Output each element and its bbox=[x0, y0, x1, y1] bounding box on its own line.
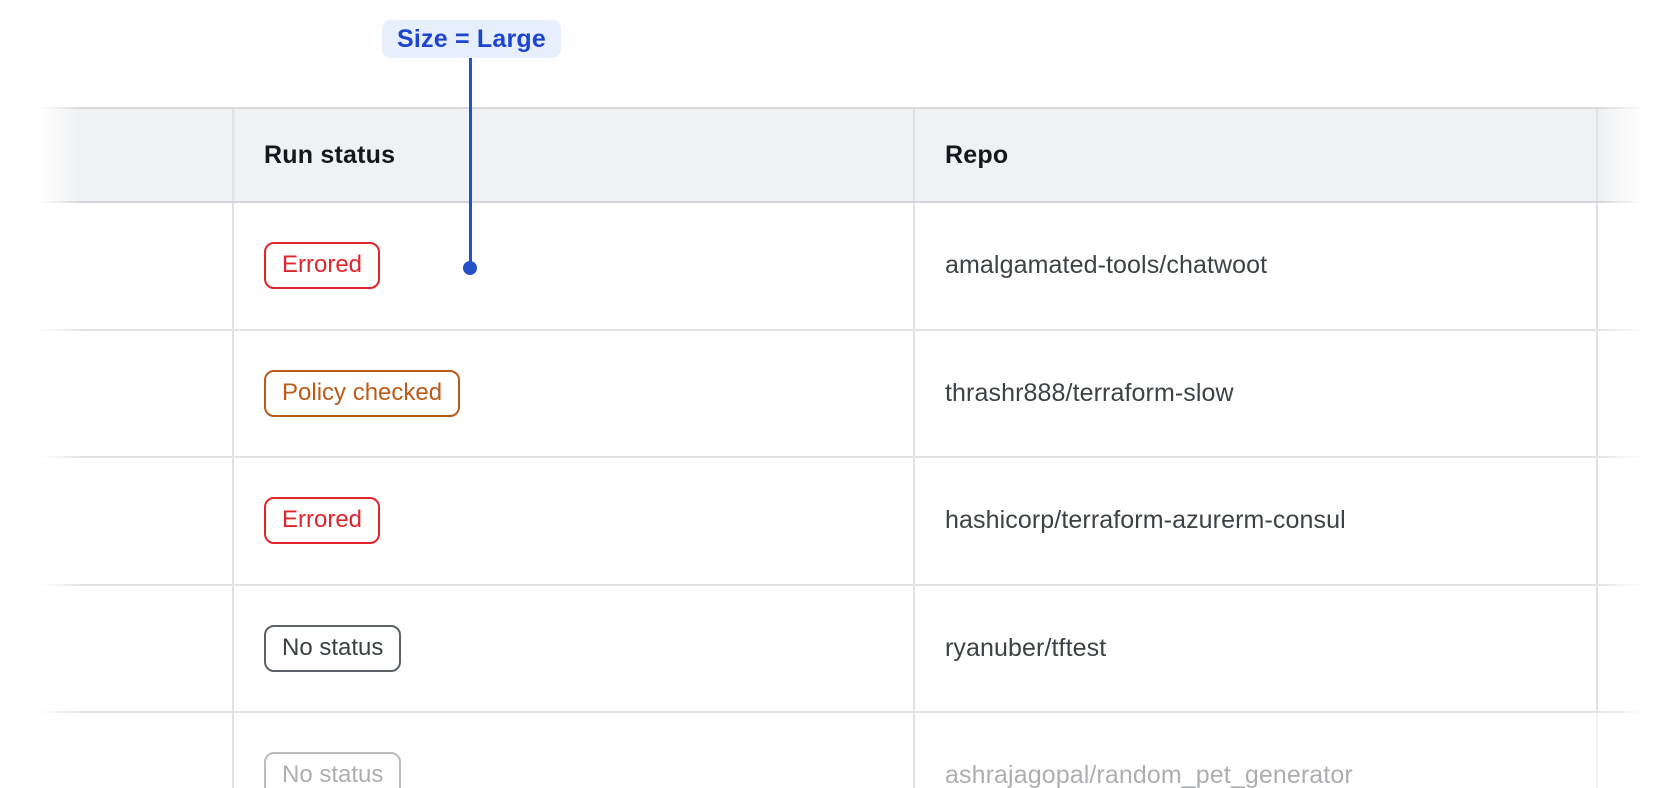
header-cell-run-status: Run status bbox=[234, 109, 915, 201]
row-cell-empty bbox=[0, 330, 234, 456]
table-row[interactable]: Errored hashicorp/terraform-azurerm-cons… bbox=[0, 458, 1672, 586]
row-cell-run-status: No status bbox=[234, 585, 915, 711]
row-cell-repo: hashicorp/terraform-azurerm-consul bbox=[915, 458, 1598, 584]
row-cell-repo: thrashr888/terraform-slow bbox=[915, 330, 1598, 456]
row-cell-empty bbox=[0, 713, 234, 788]
size-filter-callout-label: Size = Large bbox=[397, 25, 546, 53]
row-cell-overflow bbox=[1598, 331, 1672, 457]
row-cell-overflow bbox=[1598, 713, 1672, 788]
callout-pointer-line bbox=[469, 58, 472, 263]
table-row[interactable]: Policy checked thrashr888/terraform-slow bbox=[0, 330, 1672, 458]
run-status-badge: No status bbox=[264, 624, 402, 672]
runs-table: Run status Repo Errored amalgamated-tool… bbox=[0, 107, 1672, 788]
run-status-badge: Policy checked bbox=[264, 369, 461, 417]
row-cell-repo: ryanuber/tftest bbox=[915, 585, 1598, 711]
table-row[interactable]: No status ashrajagopal/random_pet_genera… bbox=[0, 713, 1672, 788]
row-cell-run-status: No status bbox=[234, 713, 915, 788]
table-header-row: Run status Repo bbox=[0, 107, 1672, 203]
row-cell-run-status: Policy checked bbox=[234, 330, 915, 456]
row-cell-repo: ashrajagopal/random_pet_generator bbox=[915, 713, 1598, 788]
run-status-badge: Errored bbox=[264, 497, 381, 545]
row-cell-run-status: Errored bbox=[234, 203, 915, 329]
run-status-badge: Errored bbox=[264, 242, 381, 290]
row-cell-repo: amalgamated-tools/chatwoot bbox=[915, 203, 1598, 329]
header-cell-empty bbox=[0, 109, 234, 201]
table-row[interactable]: Errored amalgamated-tools/chatwoot bbox=[0, 203, 1672, 331]
row-cell-overflow bbox=[1598, 203, 1672, 329]
row-cell-overflow bbox=[1598, 586, 1672, 712]
header-cell-overflow bbox=[1598, 109, 1672, 201]
table-body: Errored amalgamated-tools/chatwoot Polic… bbox=[0, 203, 1672, 788]
row-cell-empty bbox=[0, 458, 234, 584]
table-row[interactable]: No status ryanuber/tftest bbox=[0, 585, 1672, 713]
size-filter-callout: Size = Large bbox=[382, 20, 561, 58]
row-cell-run-status: Errored bbox=[234, 458, 915, 584]
row-cell-overflow bbox=[1598, 458, 1672, 584]
row-cell-empty bbox=[0, 585, 234, 711]
header-cell-repo: Repo bbox=[915, 109, 1598, 201]
callout-pointer-dot bbox=[463, 261, 477, 275]
row-cell-empty bbox=[0, 203, 234, 329]
run-status-badge: No status bbox=[264, 752, 402, 788]
